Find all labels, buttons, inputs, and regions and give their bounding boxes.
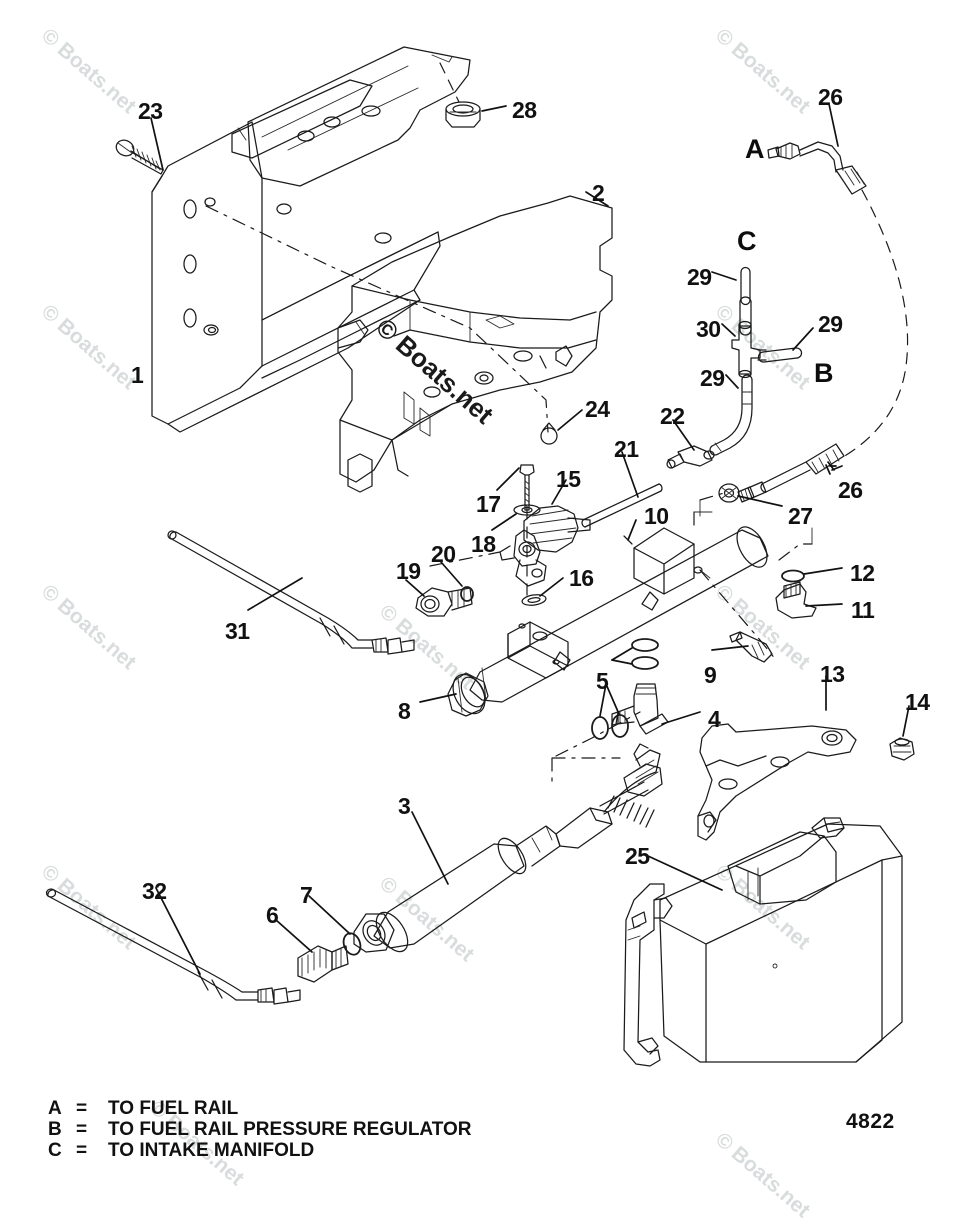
callout-number: 18 [471,531,496,557]
callout-number: 15 [556,466,581,492]
callout-number: 5 [596,668,609,694]
legend-equals: = [76,1140,88,1161]
part-20-oring [440,561,474,602]
part-8-10-fuel-cooler [419,511,813,717]
part-30-tee-fitting [721,320,761,379]
callout-number: 11 [851,597,875,623]
part-26-hose-upper [767,103,909,461]
legend-table: A = TO FUEL RAIL B = TO FUEL RAIL PRESSURE RE… [48,1098,472,1161]
callout-number: 9 [704,662,717,688]
callout-number: 19 [396,558,421,584]
callout-number: 3 [398,793,411,819]
legend-text: TO FUEL RAIL [108,1098,239,1119]
part-3-fuel-pump [353,743,663,953]
callout-number: 32 [142,878,167,904]
callout-number: 10 [644,503,669,529]
part-29-hose-b [757,327,814,363]
part-22-connector [666,419,715,469]
part-28-grommet [431,54,507,128]
legend-row: C = TO INTAKE MANIFOLD [48,1140,472,1161]
part-11-valve [775,581,843,619]
callout-number: 23 [138,98,163,124]
callout-number: 29 [818,311,843,337]
part-16-clip [521,577,564,606]
callout-number: 29 [700,365,725,391]
callout-number: 16 [569,565,594,591]
callout-number: 25 [625,843,650,869]
legend-equals: = [76,1119,88,1140]
legend-row: A = TO FUEL RAIL [48,1098,472,1119]
part-23-screw [115,117,164,175]
part-25-cover [623,817,903,1067]
part-29-hose-c [711,266,752,336]
callout-number: 31 [225,618,250,644]
callout-number: 2 [592,180,605,206]
callout-number: 13 [820,661,845,687]
legend-equals: = [76,1098,88,1119]
callout-number: 26 [818,84,843,110]
part-4-elbow-fitting [611,683,701,735]
sheet-number: 4822 [846,1110,895,1133]
part-27-washer [699,483,783,517]
part-9-sensor [711,631,773,663]
legend-row: B = TO FUEL RAIL PRESSURE REGULATOR [48,1119,472,1140]
callout-number: 8 [398,698,411,724]
callout-number: 1 [131,362,144,388]
part-1-mounting-bracket [151,46,549,433]
part-2-pump-bracket [337,191,613,493]
part-32-fuel-line [45,887,301,1005]
part-15-pressure-regulator [429,479,591,587]
part-13-bracket [697,675,857,841]
callout-number: 24 [585,396,610,422]
callout-number: 17 [476,491,501,517]
callout-number: 20 [431,541,456,567]
callout-number: 26 [838,477,863,503]
part-24-plug [540,409,583,445]
legend: A = TO FUEL RAIL B = TO FUEL RAIL PRESSURE RE… [48,1098,472,1161]
callout-number: 22 [660,403,685,429]
part-31-fuel-line [167,530,415,655]
callout-number: 6 [266,902,279,928]
callout-number: 14 [905,689,930,715]
part-5-orings [555,638,659,757]
connection-letter-a: A [745,134,765,164]
legend-text: TO INTAKE MANIFOLD [108,1140,315,1161]
part-14-nut [889,705,915,761]
part-19-fitting [405,579,473,617]
callout-number: 4 [708,706,721,732]
connection-letter-c: C [737,226,757,256]
callout-number: 28 [512,97,537,123]
part-26-hose-lower [737,443,845,503]
callout-number: 21 [614,436,639,462]
legend-key: A [48,1098,62,1119]
legend-key: B [48,1119,62,1140]
part-29-hose-lower [709,374,753,456]
part-21-tube [581,451,663,528]
legend-key: C [48,1140,62,1161]
callout-number: 27 [788,503,813,529]
legend-text: TO FUEL RAIL PRESSURE REGULATOR [108,1119,472,1140]
part-18-washer [491,504,541,531]
part-7-oring [308,895,362,956]
callout-number: 30 [696,316,721,342]
connection-letter-b: B [814,358,834,388]
part-6-adapter [275,919,349,983]
callout-number: 7 [300,882,313,908]
callout-number: 12 [850,560,875,586]
part-12-oring [781,567,843,583]
callout-number: 29 [687,264,712,290]
